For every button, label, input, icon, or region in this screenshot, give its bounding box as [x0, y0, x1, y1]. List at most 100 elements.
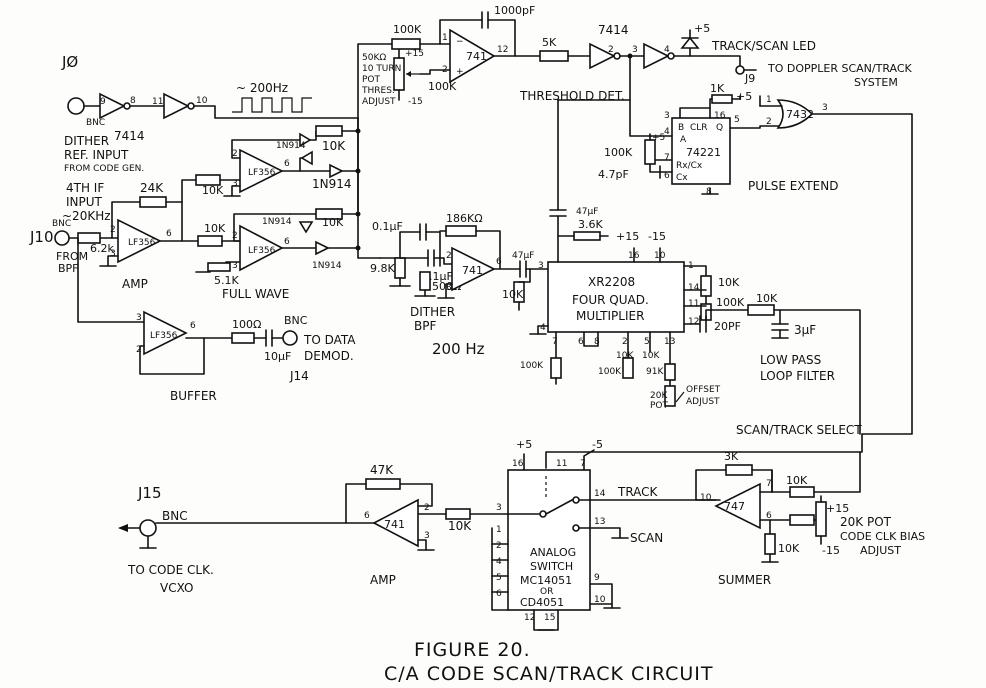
pin-label: 6 — [284, 237, 290, 247]
opamp-lf356-fw1 — [239, 148, 284, 194]
pin-label: 12 — [688, 317, 699, 327]
resistor-91k — [664, 363, 676, 381]
resistor-10k-sum3 — [764, 533, 776, 555]
pot-label-2: POT — [362, 75, 381, 85]
pin-label: 7 — [580, 459, 586, 469]
ic-lf356-fw1-label: LF356 — [248, 168, 276, 178]
j9-label: J9 — [744, 72, 755, 85]
output-amp-section: 10K 741 2 3 6 47K J15 BNC TO CODE CLK. V… — [118, 463, 509, 595]
p5-ext-label: +5 — [736, 90, 752, 103]
ic-741-thr-label: 741 — [466, 50, 487, 63]
waveform-icon — [232, 97, 312, 113]
pin-label: 1 — [496, 525, 502, 535]
pin-label: 11 — [556, 459, 567, 469]
vcxo-label: VCXO — [160, 581, 194, 595]
c47uf-a-label: 47μF — [576, 207, 598, 217]
pot-20k-code-clk — [815, 501, 827, 537]
pin-label: 8 — [594, 337, 600, 347]
from-bpf-sub: BPF — [58, 262, 79, 275]
amp-top-label: AMP — [122, 277, 148, 291]
pin-label: 5 — [734, 115, 740, 125]
ic-7432-label: 7432 — [786, 108, 814, 121]
threshold-det-label: THRESHOLD DET. — [519, 89, 625, 103]
r10k-m3-label: 10K — [642, 351, 660, 361]
pin-label: 2 — [110, 225, 116, 235]
output-arrow-icon — [118, 524, 128, 532]
multiplier-label-2: MULTIPLIER — [576, 309, 644, 323]
ic-741-bpf-label: 741 — [462, 264, 483, 277]
to-doppler-sub: SYSTEM — [854, 76, 898, 89]
diode-1n914-a — [299, 132, 312, 148]
pin-label: 2 — [496, 541, 502, 551]
or-gate-7432 — [776, 99, 814, 129]
to-doppler-label: TO DOPPLER SCAN/TRACK — [767, 62, 913, 75]
pin-label: 10 — [196, 96, 208, 106]
pin-label: 13 — [594, 517, 605, 527]
j10-bnc-connector — [54, 230, 70, 246]
multiplier-section: XR2208 FOUR QUAD. MULTIPLIER 3 4 16 10 1… — [520, 99, 861, 435]
pin-label: 2 — [136, 345, 142, 355]
resistor-100k-m3 — [622, 357, 634, 379]
pin-label: 3 — [496, 503, 502, 513]
r100k-pot-label: 100K — [428, 80, 457, 93]
switch-label-4: CD4051 — [520, 596, 564, 609]
pot-code-clk-label-1: CODE CLK BIAS — [840, 530, 925, 543]
r10k-sw-label: 10K — [448, 519, 472, 533]
j10-bnc-label: BNC — [52, 219, 71, 229]
pin-label: 2 — [424, 503, 430, 513]
pin-label: 3 — [446, 283, 452, 293]
dither-bpf-label-1: BPF — [414, 319, 436, 333]
switch-label-2: MC14051 — [520, 574, 572, 587]
switch-track-label: TRACK — [617, 485, 659, 499]
j15-label: J15 — [137, 484, 162, 502]
p5-sw-label: +5 — [516, 438, 532, 451]
offset-adjust-label-0: OFFSET — [686, 385, 721, 395]
opamp-747-summer — [714, 482, 761, 530]
scan-track-select-label: SCAN/TRACK SELECT — [736, 423, 862, 437]
pin-label: 3 — [664, 111, 670, 121]
r10k-d-label: 10K — [322, 216, 344, 229]
switch-label-3: OR — [540, 587, 553, 597]
input-amp-section: 4TH IF INPUT ~20KHz J10 BNC FROM BPF 6.2… — [29, 174, 241, 323]
r10k-sum1-label: 10K — [786, 474, 808, 487]
offset-adjust-label-1: ADJUST — [686, 397, 720, 407]
pin-cx: Cx — [676, 173, 688, 183]
resistor-10k-b — [197, 235, 223, 247]
ic-741-amp-label: 741 — [384, 518, 405, 531]
pin-label: 3 — [632, 45, 638, 55]
resistor-1k — [711, 94, 733, 104]
ic-7414-label-a: 7414 — [114, 129, 145, 143]
resistor-186k — [445, 225, 477, 237]
r10k-mult-label: 10K — [502, 288, 524, 301]
resistor-100k-extend — [644, 139, 656, 165]
n15-mult-label: -15 — [648, 230, 666, 243]
ic-74221-label: 74221 — [686, 146, 721, 159]
n15-label: -15 — [408, 97, 423, 107]
pin-label: 9 — [100, 97, 106, 107]
r10k-a-label: 10K — [202, 184, 224, 197]
switch-contact — [545, 499, 573, 515]
pin-label: 3 — [110, 249, 116, 259]
pot-label-3: THRES. — [361, 86, 395, 96]
r10k-sum3-label: 10K — [778, 542, 800, 555]
c1000pf-label: 1000pF — [494, 4, 535, 17]
dither-bpf-label-0: DITHER — [410, 305, 455, 319]
pin-label: 3 — [136, 313, 142, 323]
pin-label: 11 — [152, 97, 163, 107]
j10-label: J10 — [29, 228, 54, 246]
from-code-gen-label: FROM CODE GEN. — [64, 164, 144, 174]
resistor-47k — [365, 478, 401, 490]
pin-label: 2 — [608, 45, 614, 55]
c4-7pf-label: 4.7pF — [598, 168, 629, 181]
pin-label: 3 — [822, 103, 828, 113]
pin-label: 16 — [714, 111, 726, 121]
threshold-pot — [393, 57, 405, 91]
summer-section: 747 10 7 6 3K 10K +15 -15 20K POT CODE C… — [695, 450, 925, 587]
r10k-m1-label: 10K — [718, 276, 740, 289]
r3-6k-label: 3.6K — [578, 218, 603, 231]
c10uf-label: 10μF — [264, 350, 291, 363]
pin-label: 12 — [524, 613, 535, 623]
j0-label: JØ — [61, 53, 78, 71]
ic-xr2208 — [547, 261, 685, 333]
pot-offset-label-0: 20K — [650, 391, 668, 401]
